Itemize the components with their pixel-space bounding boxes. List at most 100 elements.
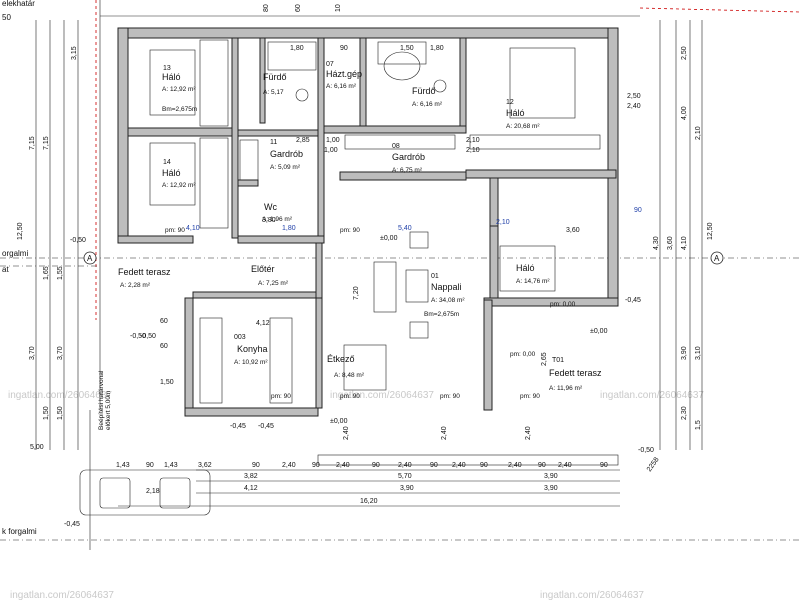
svg-text:Bm=2,675m: Bm=2,675m [424,311,459,318]
svg-text:2,65: 2,65 [541,352,548,366]
svg-text:2,40: 2,40 [627,103,641,110]
room-label-r06: Fürdő A: 6,16 m² [412,86,443,108]
svg-text:Háló: Háló [506,108,525,118]
svg-text:A: 6,16 m²: A: 6,16 m² [326,83,357,90]
dim-chain-bottom: 3,62 90 2,40 90 2,40 90 2,40 90 2,40 90 … [30,444,620,507]
dim-chain-left: 7,15 7,15 3,70 3,70 12,50 3,15 1,50 1,50… [17,20,79,450]
svg-text:2,30: 2,30 [681,406,688,420]
svg-text:5,70: 5,70 [398,473,412,480]
svg-text:1,50: 1,50 [43,406,50,420]
svg-text:4,12: 4,12 [256,320,270,327]
svg-text:A: 14,76 m²: A: 14,76 m² [516,278,550,285]
room-label-r11: 11 Gardrób A: 5,09 m² [270,139,303,171]
axis-marker-left: A [83,251,97,265]
svg-text:2,40: 2,40 [336,462,350,469]
sill-label: pm: 0,00 [510,351,536,358]
room-label-r03: 003 Konyha A: 10,92 m² [234,334,268,366]
svg-text:2,40: 2,40 [525,426,532,440]
svg-text:7,20: 7,20 [353,286,360,300]
svg-text:Nappali: Nappali [431,282,462,292]
axis-marker-right: A [710,251,724,265]
svg-text:3,90: 3,90 [400,485,414,492]
svg-text:1,00: 1,00 [324,147,338,154]
svg-text:A: 10,92 m²: A: 10,92 m² [234,359,268,366]
svg-text:003: 003 [234,334,246,341]
svg-text:2,50: 2,50 [681,46,688,60]
watermark: ingatlan.com/26064637 [8,390,112,401]
svg-text:Fedett terasz: Fedett terasz [118,267,171,277]
svg-text:2,40: 2,40 [441,426,448,440]
svg-text:1,00: 1,00 [326,137,340,144]
svg-text:2,10: 2,10 [466,137,480,144]
svg-text:3,90: 3,90 [544,473,558,480]
svg-text:Fedett terasz: Fedett terasz [549,368,602,378]
svg-text:A: 6,16 m²: A: 6,16 m² [412,101,443,108]
sill-label: pm: 90 [165,227,185,234]
svg-text:A: 8,48 m²: A: 8,48 m² [334,372,365,379]
svg-text:2,40: 2,40 [558,462,572,469]
svg-text:3,62: 3,62 [198,462,212,469]
svg-text:A: 6,75 m²: A: 6,75 m² [392,167,423,174]
dim-chain-right: 2,50 2,40 4,00 2,10 2,50 4,10 4,30 3,60 … [627,20,714,450]
sill-label: pm: 90 [340,227,360,234]
svg-text:A: A [87,254,93,263]
room-label-r01: 01 Nappali A: 34,08 m² Bm=2,675m [424,273,465,318]
room-label-r13: 13 Háló A: 12,92 m² Bm=2,675m [162,65,197,113]
svg-text:16,20: 16,20 [360,498,378,505]
room-label-r10: Wc A: 1,96 m² [262,202,293,223]
room-label-r08: 08 Gardrób A: 6,75 m² [392,143,425,174]
svg-text:Házt.gép: Házt.gép [326,69,362,79]
svg-text:4,10: 4,10 [681,236,688,250]
svg-text:90: 90 [146,462,154,469]
room-label-r12: 12 Háló A: 20,68 m² [506,99,540,130]
svg-text:2,85: 2,85 [296,137,310,144]
sill-label: pm: 90 [440,393,460,400]
setback-label: Beépítési határvonal előkert 5,00m [98,370,112,430]
svg-text:A: A [714,254,720,263]
svg-text:Háló: Háló [162,72,181,82]
dim-chain-top: 80 60 10 1,80 1,80 90 1,50 [100,4,640,52]
svg-text:3,60: 3,60 [667,236,674,250]
svg-text:3,90: 3,90 [681,346,688,360]
watermark: ingatlan.com/26064637 [330,390,434,401]
svg-text:A: 2,28 m²: A: 2,28 m² [120,282,151,289]
svg-text:2,10: 2,10 [496,219,510,226]
svg-text:1,80: 1,80 [282,225,296,232]
sill-label: pm: 90 [271,393,291,400]
svg-text:2,10: 2,10 [695,126,702,140]
svg-text:1,43: 1,43 [164,462,178,469]
level-label: ±0,00 [590,328,608,335]
svg-text:Wc: Wc [264,202,277,212]
svg-text:Bm=2,675m: Bm=2,675m [162,106,197,113]
svg-text:3,15: 3,15 [71,46,78,60]
svg-text:12,50: 12,50 [17,222,24,240]
svg-text:2,18: 2,18 [146,488,160,495]
svg-text:5,40: 5,40 [398,225,412,232]
elevation-label: 2258 [646,456,661,473]
room-label-r14: 14 Háló A: 12,92 m² [162,159,196,189]
svg-text:3,82: 3,82 [244,473,258,480]
svg-text:Előtér: Előtér [251,264,275,274]
watermark: ingatlan.com/26064637 [600,390,704,401]
svg-text:13: 13 [163,65,171,72]
svg-text:60: 60 [160,318,168,325]
furniture [79,39,619,516]
svg-text:Fürdő: Fürdő [412,86,436,96]
svg-text:90: 90 [340,45,348,52]
svg-text:A: 12,92 m²: A: 12,92 m² [162,182,196,189]
room-label-rT01: T01 Fedett terasz A: 11,96 m² [549,357,602,392]
svg-text:1,80: 1,80 [430,45,444,52]
svg-text:07: 07 [326,61,334,68]
svg-text:90: 90 [372,462,380,469]
room-label-r15: Háló A: 14,76 m² [516,263,550,285]
svg-text:4,00: 4,00 [681,106,688,120]
svg-text:2,40: 2,40 [452,462,466,469]
svg-text:Beépítési határvonal: Beépítési határvonal [98,370,105,430]
svg-text:60: 60 [295,4,302,12]
svg-text:A: 34,08 m²: A: 34,08 m² [431,297,465,304]
level-label: -0,45 [625,297,641,304]
svg-text:Fürdő: Fürdő [263,72,287,82]
sill-label: pm: 0,00 [550,301,576,308]
svg-text:-0,50: -0,50 [130,333,146,340]
